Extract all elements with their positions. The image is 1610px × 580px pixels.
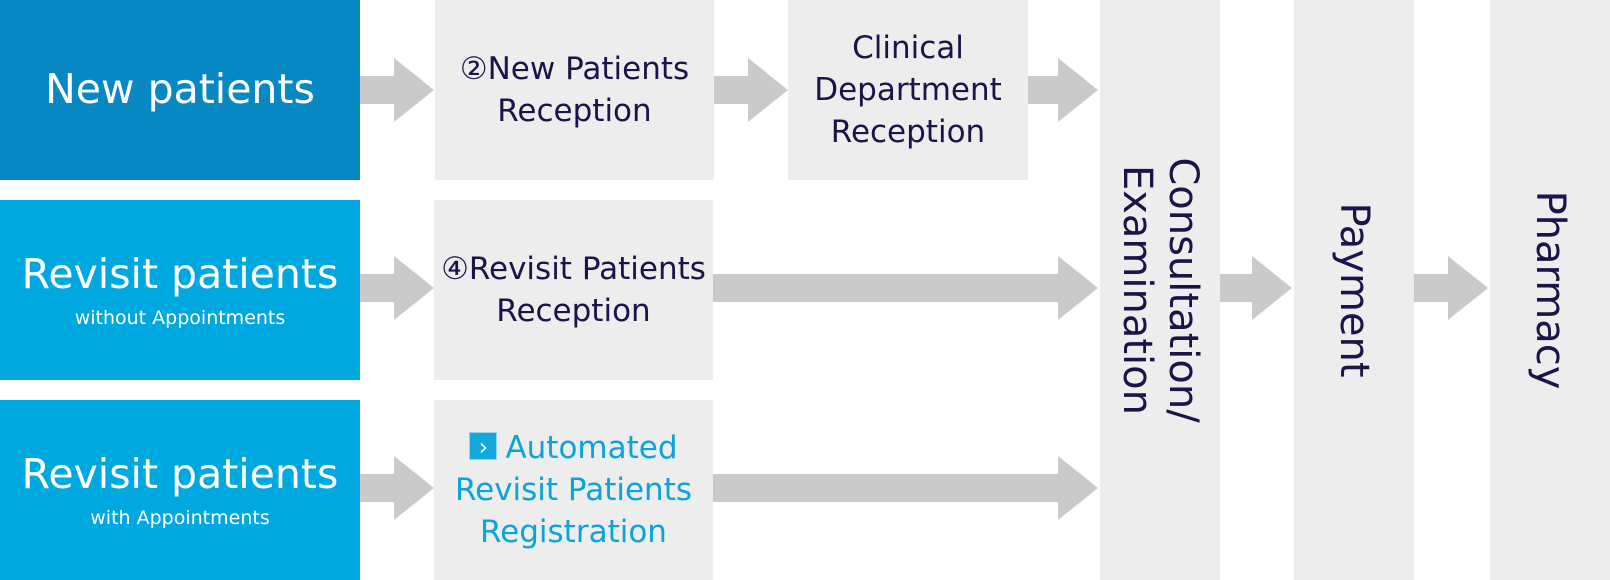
arrow-revisit-reception-to-consultation (713, 256, 1098, 320)
clinical-reception-line2: Department (814, 71, 1002, 108)
payment-column: Payment (1294, 0, 1414, 580)
revisit-patients-label: Revisit patients (21, 250, 339, 299)
clinical-department-reception-box: Clinical Department Reception (788, 0, 1028, 180)
with-appointments-label: with Appointments (90, 506, 270, 529)
arrow-reception-to-clinical (714, 58, 788, 122)
revisit-patients-reception-box: ④Revisit Patients Reception (434, 200, 713, 380)
arrow-consultation-to-payment (1220, 256, 1292, 320)
revisit-patients-label: Revisit patients (21, 450, 339, 499)
pharmacy-column: Pharmacy (1490, 0, 1610, 580)
consultation-examination-column: Consultation/ Examination (1100, 0, 1220, 580)
automated-line1-wrap: ›Automated (469, 427, 678, 469)
arrow-automated-to-consultation (713, 456, 1098, 520)
clinical-reception-line1: Clinical (852, 29, 964, 66)
automated-registration-box: ›Automated Revisit Patients Registration (434, 400, 713, 580)
arrow-payment-to-pharmacy (1414, 256, 1488, 320)
without-appointments-label: without Appointments (74, 306, 286, 329)
new-patients-reception-line2: Reception (497, 93, 652, 129)
automated-line3: Registration (480, 514, 667, 551)
revisit-without-appointments-block: Revisit patients without Appointments (0, 200, 360, 380)
new-patients-reception-line1: ②New Patients (459, 50, 690, 87)
arrow-appointment-to-automated (360, 456, 434, 520)
revisit-reception-line1: ④Revisit Patients (441, 250, 706, 287)
new-patients-reception-box: ②New Patients Reception (435, 0, 714, 180)
revisit-reception-line2: Reception (496, 293, 651, 329)
arrow-clinical-to-consultation (1028, 58, 1098, 122)
automated-registration-link[interactable]: ›Automated Revisit Patients Registration (455, 427, 692, 553)
new-patients-block: New patients (0, 0, 360, 180)
revisit-with-appointments-block: Revisit patients with Appointments (0, 400, 360, 580)
automated-line1: Automated (505, 429, 678, 466)
clinical-reception-line3: Reception (830, 114, 986, 151)
chevron-right-icon: › (469, 431, 498, 461)
arrow-revisit-to-reception (360, 256, 434, 320)
new-patients-label: New patients (45, 65, 315, 114)
arrow-new-to-reception (360, 58, 434, 122)
automated-line2: Revisit Patients (454, 471, 693, 508)
